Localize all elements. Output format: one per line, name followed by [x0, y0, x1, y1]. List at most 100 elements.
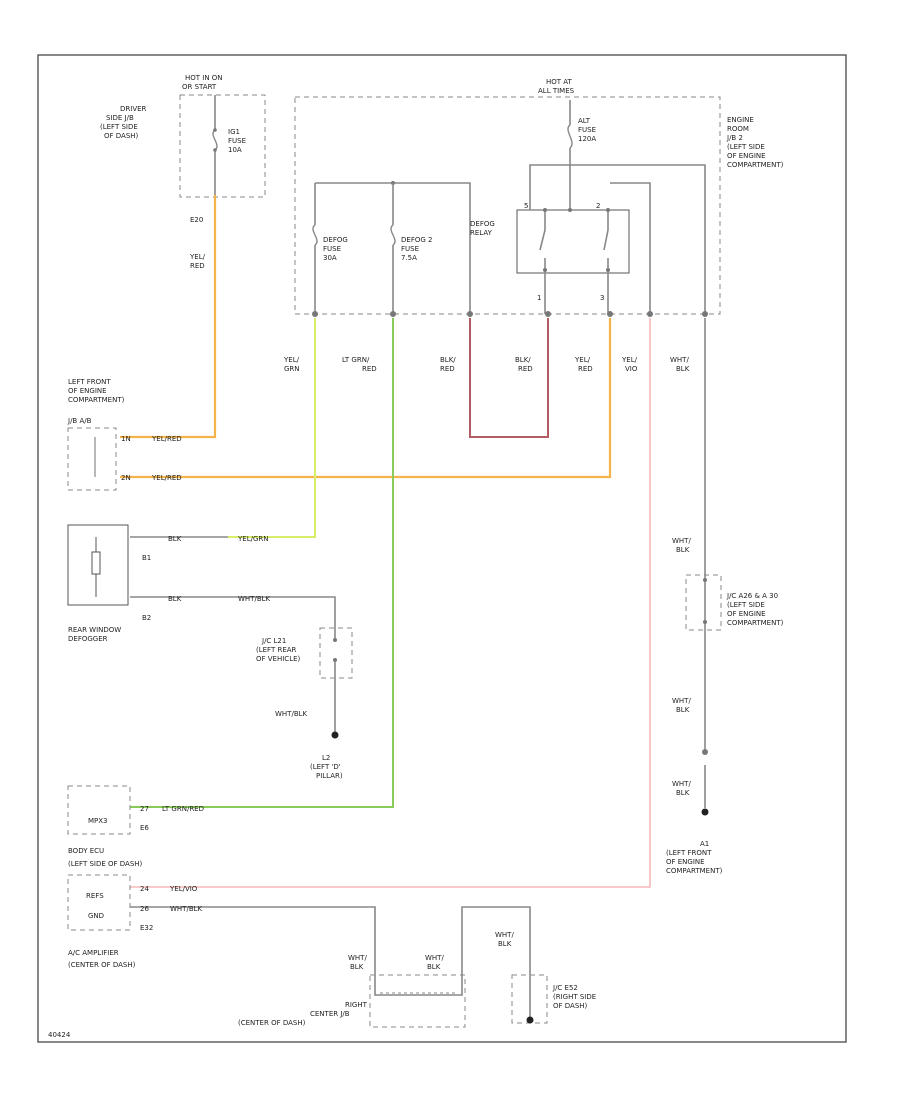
svg-text:WHT/: WHT/ [348, 954, 367, 962]
svg-text:WHT/: WHT/ [672, 697, 691, 705]
svg-text:ALT: ALT [578, 117, 591, 125]
svg-text:WHT/: WHT/ [670, 356, 689, 364]
svg-text:FUSE: FUSE [228, 137, 246, 145]
svg-text:FUSE: FUSE [323, 245, 341, 253]
svg-text:BLK: BLK [427, 963, 441, 971]
svg-text:RELAY: RELAY [470, 229, 493, 237]
svg-text:BLK: BLK [676, 365, 690, 373]
svg-text:COMPARTMENT): COMPARTMENT) [68, 396, 125, 404]
svg-text:L2: L2 [322, 754, 330, 762]
svg-text:5: 5 [524, 202, 528, 210]
svg-text:BLK: BLK [676, 546, 690, 554]
svg-text:LT GRN/RED: LT GRN/RED [162, 805, 204, 813]
svg-text:WHT/: WHT/ [672, 537, 691, 545]
svg-text:BLK: BLK [168, 535, 182, 543]
svg-text:ALL TIMES: ALL TIMES [538, 87, 575, 95]
svg-text:OF ENGINE: OF ENGINE [727, 152, 766, 160]
svg-text:BLK/: BLK/ [515, 356, 531, 364]
svg-text:RED: RED [362, 365, 377, 373]
page-id: 40424 [48, 1031, 71, 1039]
svg-text:OF ENGINE: OF ENGINE [68, 387, 107, 395]
svg-text:VIO: VIO [625, 365, 638, 373]
svg-text:10A: 10A [228, 146, 242, 154]
svg-text:ENGINE: ENGINE [727, 116, 754, 124]
svg-text:RED: RED [190, 262, 205, 270]
svg-text:OR START: OR START [182, 83, 217, 91]
diagram-frame [37, 54, 847, 1043]
svg-text:HOT AT: HOT AT [546, 78, 573, 86]
svg-text:OF ENGINE: OF ENGINE [727, 610, 766, 618]
svg-text:YEL/: YEL/ [574, 356, 591, 364]
svg-text:2: 2 [596, 202, 600, 210]
svg-text:BLK: BLK [498, 940, 512, 948]
engine-room-jb2: HOT AT ALL TIMES ENGINE ROOM J/B 2 (LEFT… [294, 78, 784, 317]
svg-text:WHT/BLK: WHT/BLK [170, 905, 203, 913]
svg-text:COMPARTMENT): COMPARTMENT) [666, 867, 723, 875]
svg-text:B2: B2 [142, 614, 151, 622]
svg-text:CENTER J/B: CENTER J/B [310, 1010, 350, 1018]
svg-text:OF DASH): OF DASH) [104, 132, 139, 140]
svg-text:A/C AMPLIFIER: A/C AMPLIFIER [68, 949, 119, 957]
svg-text:OF DASH): OF DASH) [553, 1002, 588, 1010]
svg-text:DRIVER: DRIVER [120, 105, 147, 113]
svg-text:ROOM: ROOM [727, 125, 749, 133]
driver-side-jb: HOT IN ON OR START DRIVER SIDE J/B (LEFT… [100, 74, 266, 270]
svg-text:3: 3 [600, 294, 604, 302]
svg-text:J/C E52: J/C E52 [552, 984, 578, 992]
body-ecu: 27 LT GRN/RED MPX3 E6 BODY ECU (LEFT SID… [67, 785, 204, 868]
svg-text:YEL/: YEL/ [283, 356, 300, 364]
svg-text:(LEFT SIDE: (LEFT SIDE [727, 601, 765, 609]
wire-color-labels: YEL/ GRN LT GRN/ RED BLK/ RED BLK/ RED Y… [283, 356, 690, 373]
svg-text:B1: B1 [142, 554, 151, 562]
svg-text:PILLAR): PILLAR) [316, 772, 343, 780]
svg-text:REFS: REFS [86, 892, 104, 900]
svg-text:GND: GND [88, 912, 104, 920]
svg-text:(LEFT REAR: (LEFT REAR [256, 646, 297, 654]
svg-text:SIDE J/B: SIDE J/B [106, 114, 134, 122]
rear-window-defogger: BLK YEL/GRN B1 BLK WHT/BLK B2 REAR WINDO… [67, 524, 271, 643]
svg-text:J/B 2: J/B 2 [726, 134, 743, 142]
svg-text:YEL/GRN: YEL/GRN [237, 535, 268, 543]
svg-text:DEFOG: DEFOG [323, 236, 348, 244]
svg-text:120A: 120A [578, 135, 596, 143]
svg-text:COMPARTMENT): COMPARTMENT) [727, 619, 784, 627]
svg-text:WHT/: WHT/ [425, 954, 444, 962]
svg-text:YEL/: YEL/ [621, 356, 638, 364]
svg-text:BLK: BLK [676, 789, 690, 797]
svg-text:RIGHT: RIGHT [345, 1001, 368, 1009]
ac-amplifier: 24 YEL/VIO REFS GND 26 WHT/BLK E32 A/C A… [67, 874, 203, 969]
svg-text:(RIGHT SIDE: (RIGHT SIDE [553, 993, 596, 1001]
svg-text:BLK: BLK [350, 963, 364, 971]
svg-text:27: 27 [140, 805, 149, 813]
svg-text:RED: RED [518, 365, 533, 373]
svg-text:1N: 1N [121, 435, 131, 443]
svg-text:GRN: GRN [284, 365, 300, 373]
svg-text:WHT/BLK: WHT/BLK [238, 595, 271, 603]
svg-text:YEL/RED: YEL/RED [151, 435, 182, 443]
svg-text:26: 26 [140, 905, 149, 913]
svg-text:RED: RED [578, 365, 593, 373]
svg-text:FUSE: FUSE [578, 126, 596, 134]
svg-text:2N: 2N [121, 474, 131, 482]
svg-text:(LEFT SIDE: (LEFT SIDE [100, 123, 138, 131]
svg-text:(LEFT 'D': (LEFT 'D' [310, 763, 341, 771]
svg-text:DEFOGGER: DEFOGGER [68, 635, 108, 643]
svg-text:(LEFT SIDE: (LEFT SIDE [727, 143, 765, 151]
jc-a26-a30: J/C A26 & A 30 (LEFT SIDE OF ENGINE COMP… [666, 537, 784, 875]
left-front-jb: LEFT FRONT OF ENGINE COMPARTMENT) J/B A/… [67, 378, 182, 491]
svg-text:DEFOG: DEFOG [470, 220, 495, 228]
svg-text:MPX3: MPX3 [88, 817, 108, 825]
svg-text:1: 1 [537, 294, 541, 302]
svg-text:RED: RED [440, 365, 455, 373]
svg-text:REAR WINDOW: REAR WINDOW [68, 626, 121, 634]
svg-text:WHT/: WHT/ [672, 780, 691, 788]
svg-text:YEL/: YEL/ [189, 253, 206, 261]
svg-text:YEL/RED: YEL/RED [151, 474, 182, 482]
svg-text:OF ENGINE: OF ENGINE [666, 858, 705, 866]
svg-text:(CENTER OF DASH): (CENTER OF DASH) [68, 961, 136, 969]
wires [120, 195, 706, 1018]
svg-text:BLK: BLK [168, 595, 182, 603]
svg-text:E20: E20 [190, 216, 203, 224]
svg-text:BLK/: BLK/ [440, 356, 456, 364]
